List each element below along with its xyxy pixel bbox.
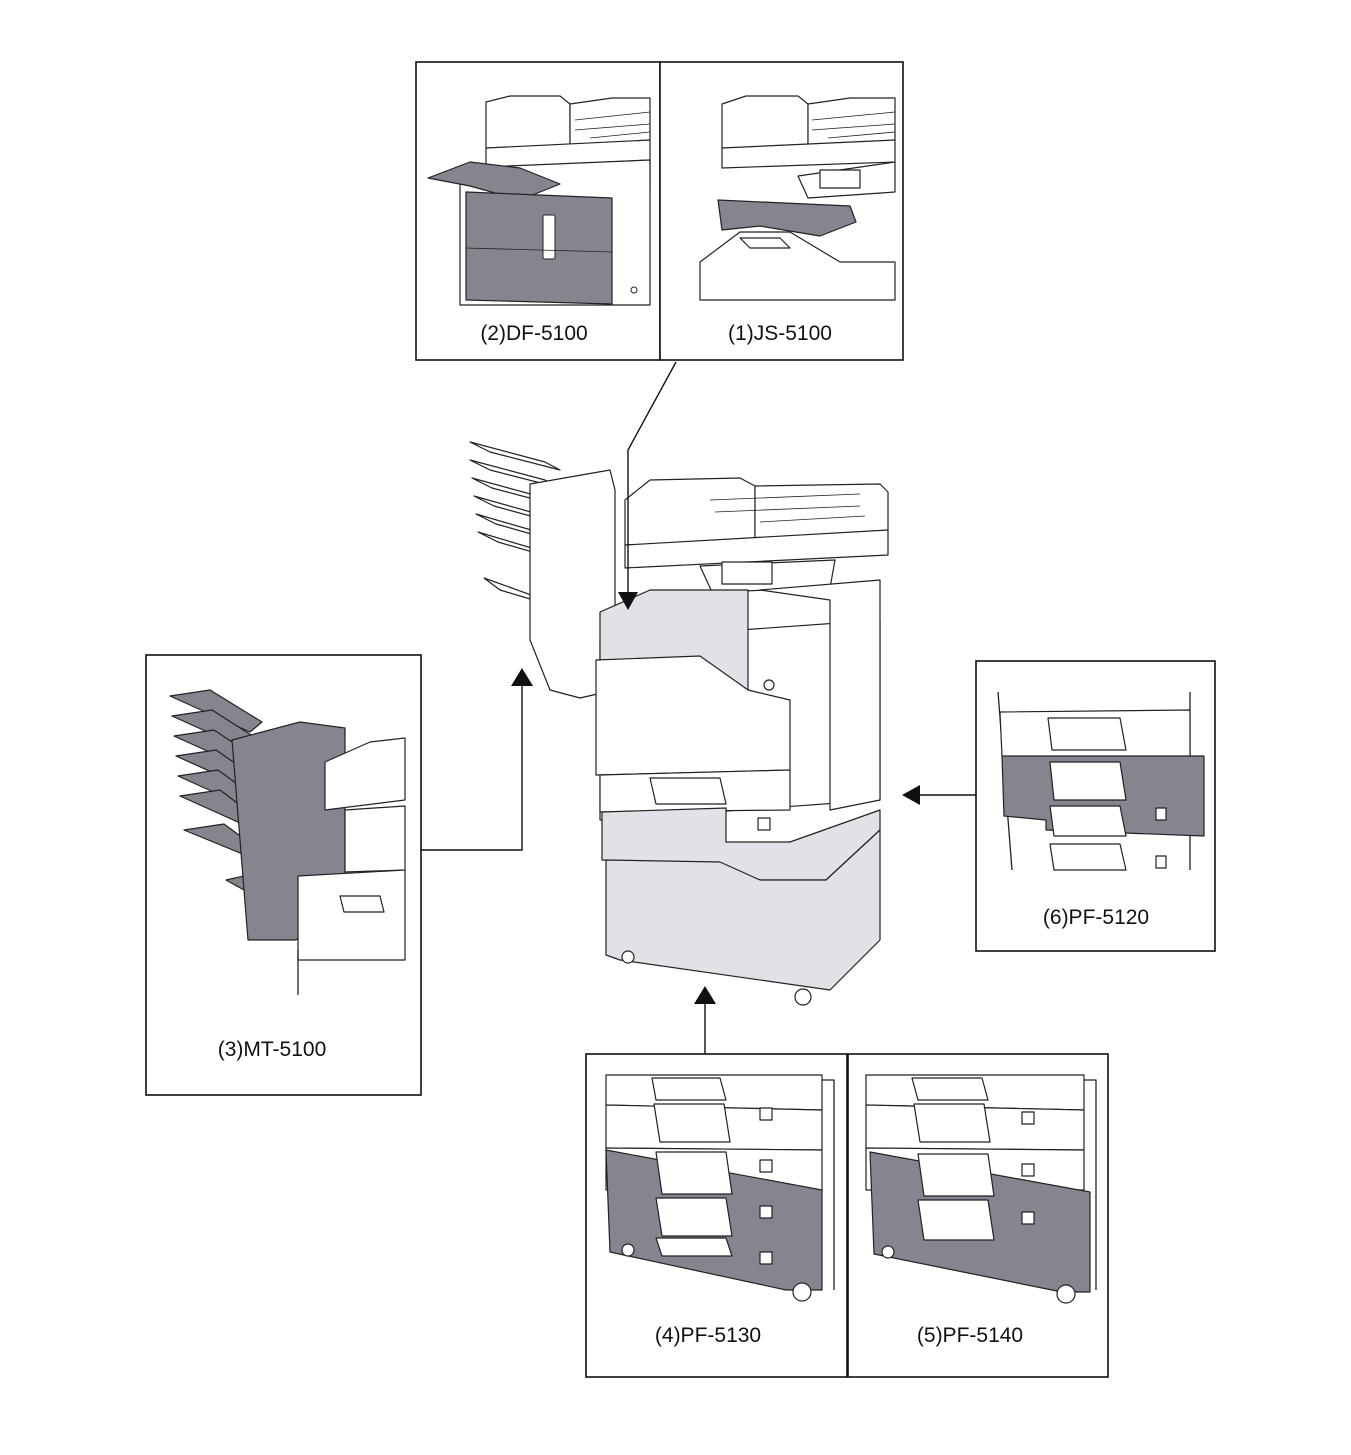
pf-5130-illustration [605, 1074, 835, 1302]
option-panel-pf-5130: (4)PF-5130 [585, 1053, 848, 1378]
pf-5140-illustration [865, 1074, 1097, 1304]
option-panel-mt-5100: (3)MT-5100 [145, 654, 422, 1096]
connector-mt [421, 668, 533, 851]
mt-5100-illustration [169, 689, 406, 995]
js-5100-illustration [699, 95, 896, 301]
option-panel-js-5100: (1)JS-5100 [659, 61, 904, 361]
arrow-to-base-feeder [694, 986, 716, 1004]
connector-js-df [618, 361, 677, 610]
df-5100-illustration [427, 95, 651, 306]
arrow-to-mailbox [511, 668, 533, 686]
option-label-js-5100: (1)JS-5100 [728, 322, 832, 345]
arrow-to-inner-tray [618, 592, 638, 610]
option-panel-df-5100: (2)DF-5100 [415, 61, 661, 361]
arrow-to-side-feeder [902, 785, 920, 805]
option-label-df-5100: (2)DF-5100 [480, 322, 587, 345]
option-label-pf-5120: (6)PF-5120 [1043, 906, 1149, 929]
option-label-mt-5100: (3)MT-5100 [218, 1038, 327, 1061]
main-machine [469, 441, 889, 1006]
connector-pf5120 [902, 785, 976, 805]
option-panel-pf-5120: (6)PF-5120 [975, 660, 1216, 952]
option-panel-pf-5140: (5)PF-5140 [847, 1053, 1109, 1378]
pf-5120-illustration [997, 691, 1205, 871]
connector-pf-bottom [694, 986, 716, 1054]
option-label-pf-5130: (4)PF-5130 [655, 1324, 761, 1347]
option-label-pf-5140: (5)PF-5140 [917, 1324, 1023, 1347]
main-mailbox-trays [469, 441, 616, 699]
